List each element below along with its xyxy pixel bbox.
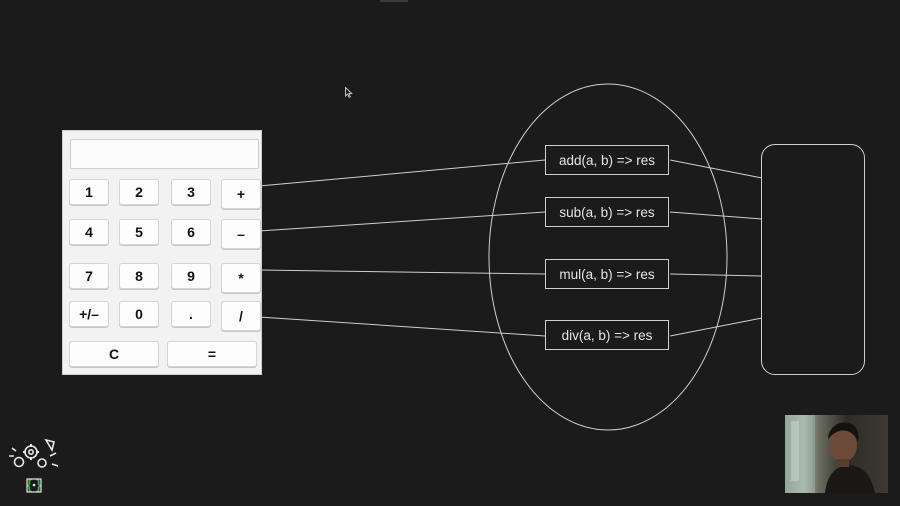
connector-add (258, 159, 546, 187)
key-sign[interactable]: +/– (69, 301, 109, 327)
connector-mul-out (669, 273, 763, 277)
function-sub-box: sub(a, b) => res (545, 197, 669, 227)
calculator-display[interactable] (70, 139, 259, 169)
function-add-box: add(a, b) => res (545, 145, 669, 175)
connector-sub-out (669, 211, 763, 220)
key-8[interactable]: 8 (119, 263, 159, 289)
key-0[interactable]: 0 (119, 301, 159, 327)
function-mul-box: mul(a, b) => res (545, 259, 669, 289)
function-add-label: add(a, b) => res (558, 152, 656, 168)
mouse-pointer-icon (345, 87, 353, 98)
connector-sub (258, 211, 546, 232)
key-1[interactable]: 1 (69, 179, 109, 205)
presenter-webcam-feed (785, 415, 888, 493)
key-6[interactable]: 6 (171, 219, 211, 245)
key-divide[interactable]: / (221, 301, 261, 331)
key-subtract[interactable]: – (221, 219, 261, 249)
function-group-ellipse (488, 83, 728, 431)
function-sub-label: sub(a, b) => res (559, 204, 655, 220)
key-2[interactable]: 2 (119, 179, 159, 205)
key-clear[interactable]: C (69, 341, 159, 367)
connector-div-out (669, 317, 763, 337)
connector-add-out (669, 159, 763, 179)
function-mul-label: mul(a, b) => res (559, 266, 655, 282)
key-multiply[interactable]: * (221, 263, 261, 293)
function-div-box: div(a, b) => res (545, 320, 669, 350)
key-4[interactable]: 4 (69, 219, 109, 245)
key-9[interactable]: 9 (171, 263, 211, 289)
presenter-silhouette (785, 415, 875, 493)
output-box (761, 144, 865, 375)
top-indicator (380, 0, 408, 2)
key-7[interactable]: 7 (69, 263, 109, 289)
key-decimal[interactable]: . (171, 301, 211, 327)
key-3[interactable]: 3 (171, 179, 211, 205)
function-div-label: div(a, b) => res (561, 327, 653, 343)
key-5[interactable]: 5 (119, 219, 159, 245)
connector-mul (258, 269, 546, 275)
gears-rocket-logo-icon: { } (9, 438, 59, 493)
key-add[interactable]: + (221, 179, 261, 209)
key-equals[interactable]: = (167, 341, 257, 367)
connector-div (258, 316, 546, 337)
